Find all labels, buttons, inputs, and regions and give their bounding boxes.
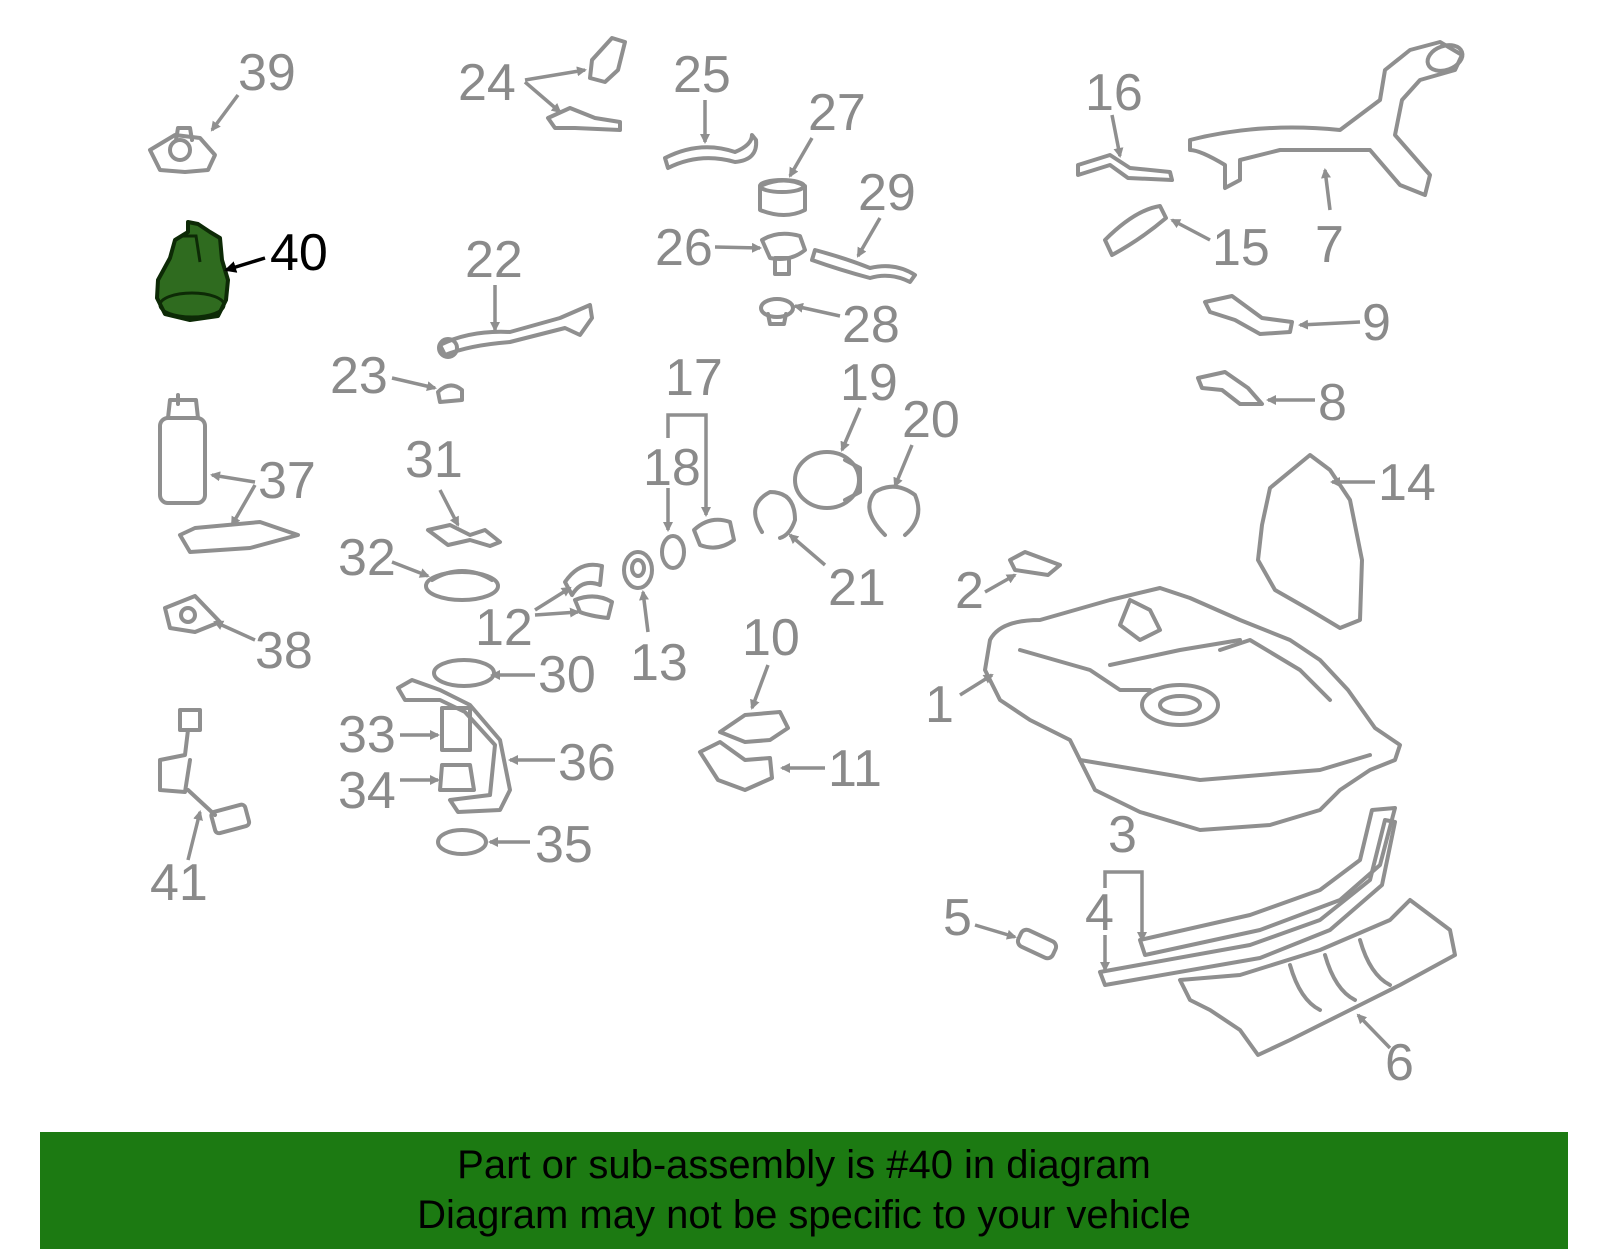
callout-4: 4 [1085, 884, 1114, 942]
part-34-filter-icon[interactable] [400, 763, 476, 792]
callout-37: 37 [258, 452, 316, 510]
callout-22: 22 [465, 231, 523, 289]
callout-30: 30 [538, 646, 596, 704]
callout-34: 34 [338, 762, 396, 820]
callout-31: 31 [405, 431, 463, 489]
part-23-grommet-icon[interactable] [391, 376, 464, 404]
callout-27: 27 [808, 84, 866, 142]
banner-line-2: Diagram may not be specific to your vehi… [417, 1193, 1191, 1237]
part-5-bolt-icon[interactable] [974, 923, 1059, 961]
part-10-protector-icon[interactable] [718, 664, 790, 744]
callout-20: 20 [902, 391, 960, 449]
part-29-hose-icon[interactable] [810, 217, 917, 284]
part-39-sensor-icon[interactable] [148, 93, 240, 174]
part-25-hose-icon[interactable] [663, 100, 759, 170]
part-41-sender-gauge-icon[interactable] [158, 708, 252, 861]
part-28-grommet-icon[interactable] [759, 297, 841, 326]
callout-33: 33 [338, 706, 396, 764]
callout-6: 6 [1385, 1034, 1414, 1092]
callout-8: 8 [1318, 374, 1347, 432]
callout-21: 21 [828, 559, 886, 617]
part-33-pump-body-icon[interactable] [400, 706, 472, 752]
callout-39: 39 [238, 44, 296, 102]
callout-14: 14 [1378, 454, 1436, 512]
part-6-protector-icon[interactable] [1178, 898, 1457, 1057]
part-4-strap-icon[interactable] [1098, 818, 1397, 987]
callout-32: 32 [338, 529, 396, 587]
callout-40: 40 [270, 224, 328, 282]
part-9-bracket-icon[interactable] [1203, 294, 1361, 336]
part-14-heat-shield-icon[interactable] [1256, 453, 1375, 630]
part-7-filler-pipe-icon[interactable] [1188, 40, 1466, 211]
part-19-filler-door-icon[interactable] [793, 407, 862, 510]
callout-12: 12 [475, 599, 533, 657]
part-20-ring-icon[interactable] [867, 444, 921, 537]
part-32-cover-icon[interactable] [391, 560, 500, 602]
callout-24: 24 [458, 54, 516, 112]
callout-7: 7 [1315, 216, 1344, 274]
callout-26: 26 [655, 219, 713, 277]
callout-25: 25 [673, 46, 731, 104]
callout-2: 2 [955, 562, 984, 620]
part-16-hose-icon[interactable] [1076, 114, 1174, 182]
callout-5: 5 [943, 889, 972, 947]
callout-36: 36 [558, 734, 616, 792]
part-26-valve-icon[interactable] [714, 231, 807, 276]
part-12-clamp-icon[interactable] [534, 562, 614, 620]
part-11-shield-icon[interactable] [698, 740, 825, 792]
callout-28: 28 [842, 296, 900, 354]
callout-38: 38 [255, 622, 313, 680]
part-38-retainer-icon[interactable] [163, 594, 256, 642]
part-31-bracket-icon[interactable] [426, 489, 502, 548]
part-8-bracket-icon[interactable] [1196, 370, 1315, 406]
callout-35: 35 [535, 816, 593, 874]
callout-19: 19 [840, 354, 898, 412]
part-37-fuel-pump-icon[interactable] [158, 393, 300, 554]
callout-13: 13 [630, 634, 688, 692]
part-24-bracket-icon[interactable] [523, 36, 627, 132]
part-13-fitting-icon[interactable] [622, 550, 654, 633]
part-21-seal-icon[interactable] [753, 490, 827, 567]
callout-29: 29 [858, 164, 916, 222]
callout-9: 9 [1362, 294, 1391, 352]
part-35-o-ring-icon[interactable] [436, 828, 530, 856]
info-banner: Part or sub-assembly is #40 in diagram D… [40, 1132, 1568, 1249]
callout-23: 23 [330, 347, 388, 405]
part-30-flange-icon[interactable] [432, 658, 535, 688]
part-17-fuel-cap-icon[interactable] [666, 413, 736, 550]
part-36-fuel-tube-icon[interactable] [396, 678, 555, 814]
part-40-fuel-pump-assembly-icon[interactable] [155, 220, 266, 322]
callout-15: 15 [1212, 219, 1270, 277]
callout-3: 3 [1108, 806, 1137, 864]
part-1-fuel-tank-icon[interactable] [959, 586, 1402, 832]
callout-16: 16 [1085, 64, 1143, 122]
callout-41: 41 [150, 854, 208, 912]
callout-11: 11 [828, 740, 882, 798]
part-3-strap-icon[interactable] [1103, 806, 1397, 957]
callout-1: 1 [925, 676, 954, 734]
part-2-pad-icon[interactable] [984, 550, 1062, 594]
part-22-vent-tube-icon[interactable] [437, 285, 594, 359]
banner-line-1: Part or sub-assembly is #40 in diagram [457, 1143, 1151, 1187]
callout-17: 17 [665, 349, 723, 407]
callout-18: 18 [643, 439, 701, 497]
part-15-hose-icon[interactable] [1103, 204, 1211, 257]
part-27-cap-icon[interactable] [758, 137, 814, 217]
callout-10: 10 [742, 609, 800, 667]
part-18-gasket-icon[interactable] [660, 488, 686, 570]
